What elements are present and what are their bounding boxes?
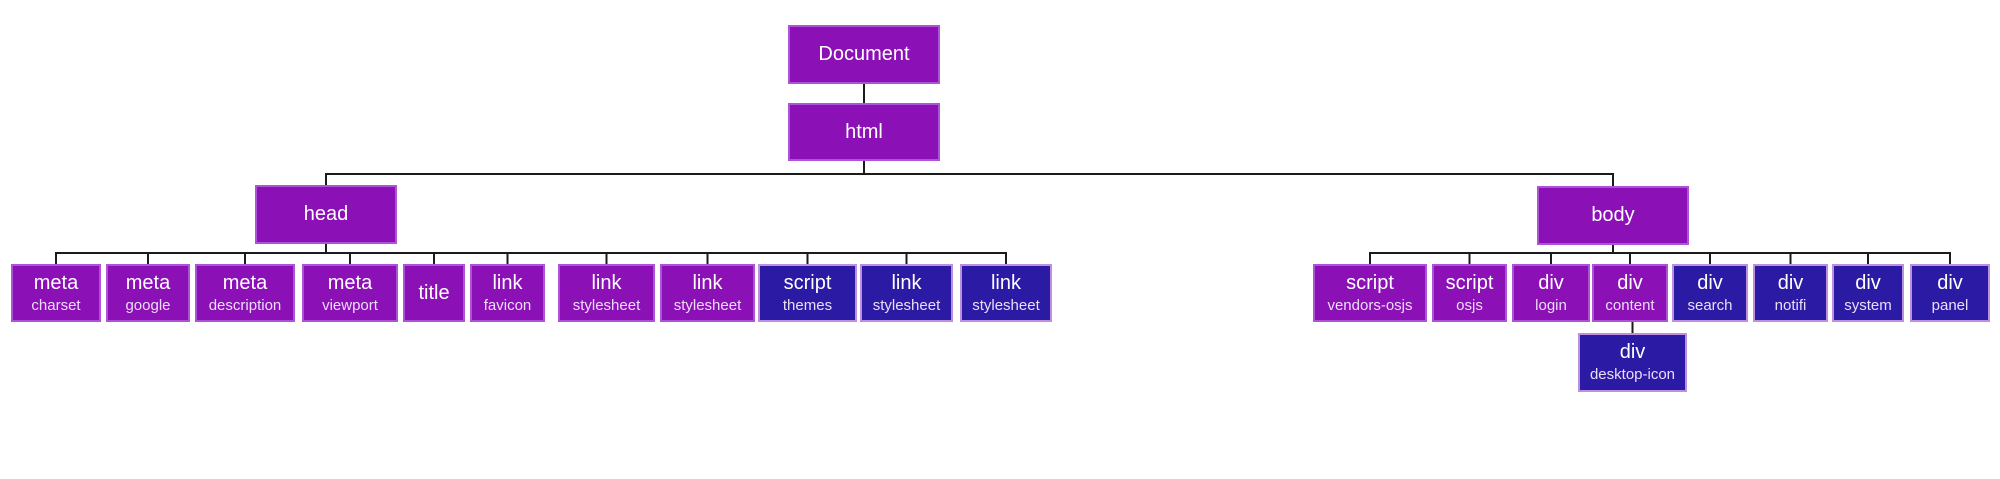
- node-meta-description: meta description: [195, 264, 295, 322]
- node-attr-label: content: [1605, 296, 1655, 314]
- node-div-login: div login: [1512, 264, 1590, 322]
- node-div-notifi: div notifi: [1753, 264, 1828, 322]
- node-div-search: div search: [1672, 264, 1748, 322]
- node-tag-label: div: [1777, 271, 1804, 294]
- node-tag-label: title: [418, 281, 450, 304]
- node-div-system: div system: [1832, 264, 1904, 322]
- node-div-desktop-icon: div desktop-icon: [1578, 333, 1687, 392]
- node-tag-label: meta: [125, 271, 171, 294]
- node-tag-label: div: [1538, 271, 1564, 294]
- node-title: title: [403, 264, 465, 322]
- node-attr-label: login: [1535, 296, 1567, 314]
- node-attr-label: stylesheet: [673, 296, 742, 314]
- node-tag-label: div: [1937, 271, 1963, 294]
- node-attr-label: system: [1844, 296, 1892, 314]
- node-link-stylesheet-2: link stylesheet: [660, 264, 755, 322]
- node-document: Document: [788, 25, 940, 84]
- node-tag-label: link: [492, 271, 523, 294]
- node-script-themes: script themes: [758, 264, 857, 322]
- node-div-panel: div panel: [1910, 264, 1990, 322]
- node-attr-label: desktop-icon: [1589, 366, 1676, 384]
- node-attr-label: notifi: [1774, 296, 1807, 314]
- node-meta-google: meta google: [106, 264, 190, 322]
- node-tag-label: meta: [327, 271, 373, 294]
- node-attr-label: vendors-osjs: [1327, 296, 1413, 314]
- node-link-stylesheet-3: link stylesheet: [860, 264, 953, 322]
- node-tag-label: meta: [33, 271, 79, 294]
- node-link-stylesheet-1: link stylesheet: [558, 264, 655, 322]
- node-body: body: [1537, 186, 1689, 245]
- node-tag-label: meta: [222, 271, 268, 294]
- node-meta-viewport: meta viewport: [302, 264, 398, 322]
- node-attr-label: viewport: [322, 296, 378, 314]
- node-attr-label: osjs: [1456, 296, 1483, 314]
- node-tag-label: script: [783, 271, 832, 294]
- node-div-content: div content: [1592, 264, 1668, 322]
- node-attr-label: favicon: [483, 296, 532, 314]
- node-tag-label: Document: [818, 43, 910, 65]
- node-link-favicon: link favicon: [470, 264, 545, 322]
- node-attr-label: panel: [1931, 296, 1969, 314]
- node-tag-label: html: [845, 120, 883, 143]
- node-html: html: [788, 103, 940, 161]
- node-tag-label: link: [891, 271, 922, 294]
- node-attr-label: stylesheet: [572, 296, 641, 314]
- node-attr-label: stylesheet: [972, 296, 1040, 314]
- node-attr-label: description: [208, 296, 282, 314]
- node-tag-label: div: [1617, 271, 1643, 294]
- node-head: head: [255, 185, 397, 244]
- node-script-osjs: script osjs: [1432, 264, 1507, 322]
- node-attr-label: charset: [31, 296, 81, 314]
- node-tag-label: body: [1591, 204, 1635, 226]
- node-tag-label: script: [1445, 271, 1494, 294]
- node-tag-label: div: [1619, 341, 1646, 364]
- node-script-vendors-osjs: script vendors-osjs: [1313, 264, 1427, 322]
- node-meta-charset: meta charset: [11, 264, 101, 322]
- node-tag-label: div: [1855, 271, 1881, 294]
- node-tag-label: link: [692, 271, 723, 294]
- node-tag-label: script: [1346, 271, 1394, 294]
- node-tag-label: link: [591, 271, 622, 294]
- node-link-stylesheet-4: link stylesheet: [960, 264, 1052, 322]
- node-tag-label: link: [990, 271, 1021, 294]
- node-tag-label: head: [303, 203, 349, 225]
- node-attr-label: search: [1687, 296, 1733, 314]
- node-attr-label: themes: [782, 296, 833, 314]
- node-attr-label: stylesheet: [872, 296, 941, 314]
- node-tag-label: div: [1697, 271, 1723, 294]
- node-attr-label: google: [125, 296, 171, 314]
